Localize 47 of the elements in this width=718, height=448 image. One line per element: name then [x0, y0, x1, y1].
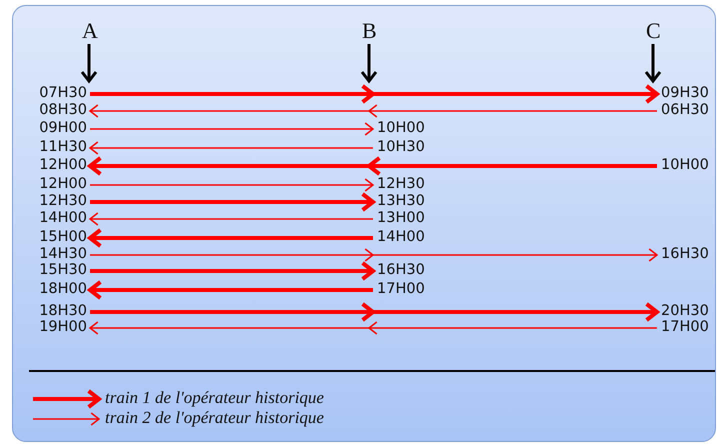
time-label: 20H30	[661, 304, 709, 319]
time-label: 09H00	[29, 121, 87, 136]
time-label: 06H30	[661, 103, 709, 118]
time-label: 19H00	[29, 320, 87, 335]
station-label: C	[646, 20, 661, 42]
train-arrow	[86, 228, 375, 248]
train-arrow	[88, 261, 376, 281]
time-label: 17H00	[661, 320, 709, 335]
train-arrow	[88, 302, 660, 322]
train-arrow	[88, 212, 373, 226]
station-label: A	[82, 20, 98, 42]
time-label: 13H30	[377, 194, 425, 209]
train-arrow	[90, 122, 374, 136]
time-label: 12H30	[377, 177, 425, 192]
train-arrow	[86, 156, 659, 176]
time-label: 11H30	[29, 140, 87, 155]
train-arrow	[86, 280, 375, 300]
time-label: 17H00	[377, 282, 425, 297]
legend-text: train 2 de l'opérateur historique	[105, 409, 324, 427]
time-label: 09H30	[661, 86, 709, 101]
time-label: 12H00	[29, 177, 87, 192]
time-label: 14H00	[29, 211, 87, 226]
train-arrow	[90, 178, 374, 192]
station-label: B	[362, 20, 377, 42]
time-label: 14H00	[377, 230, 425, 245]
time-label: 13H00	[377, 211, 425, 226]
time-label: 07H30	[29, 86, 87, 101]
train-arrow	[88, 104, 657, 118]
time-label: 08H30	[29, 103, 87, 118]
train-arrow	[88, 321, 657, 335]
time-label: 18H30	[29, 304, 87, 319]
time-label: 10H00	[377, 121, 425, 136]
legend-text: train 1 de l'opérateur historique	[105, 389, 324, 407]
time-label: 15H00	[29, 230, 87, 245]
train-arrow	[88, 141, 373, 155]
time-label: 10H00	[661, 158, 709, 173]
time-label: 16H30	[377, 263, 425, 278]
train-arrow	[90, 248, 658, 262]
time-label: 12H30	[29, 194, 87, 209]
time-label: 18H00	[29, 282, 87, 297]
time-label: 12H00	[29, 158, 87, 173]
time-label: 15H30	[29, 263, 87, 278]
time-label: 14H30	[29, 247, 87, 262]
time-label: 16H30	[661, 247, 709, 262]
time-label: 10H30	[377, 140, 425, 155]
train-arrow	[88, 192, 376, 212]
train-arrow	[88, 84, 660, 104]
